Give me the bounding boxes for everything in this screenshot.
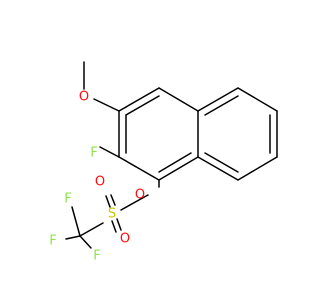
bond-o-s — [120, 194, 149, 211]
atom-oxygen-sulfonyl-top: O — [95, 175, 105, 190]
bond-cf3-f-bottom — [79, 235, 92, 249]
bond-c8-c8a — [197, 156, 239, 181]
bond-c2-f — [99, 146, 120, 158]
bond-cf3-f-top — [71, 206, 81, 237]
bond-c4a-c5 — [197, 87, 239, 112]
atom-fluorine-ring: F — [90, 146, 97, 161]
bond-o-c3 — [93, 98, 120, 112]
bond-c5-c6 — [237, 87, 278, 112]
bond-cf3-f-left — [65, 235, 81, 240]
bond-c7-c8 — [237, 156, 278, 181]
bond-c1-c2 — [118, 156, 160, 181]
bond-c8-c8a-inner — [204, 152, 239, 173]
bond-s-o-top-b — [110, 194, 116, 206]
bond-s-o-bottom-b — [116, 218, 122, 231]
bond-c3-c4-inner — [125, 95, 160, 116]
bond-c4a-c5-inner — [204, 95, 239, 116]
bond-c3-c4 — [118, 87, 160, 112]
atom-oxygen-methoxy: O — [79, 90, 89, 105]
bond-s-o-bottom-a — [111, 220, 117, 233]
bond-s-cf3 — [79, 222, 104, 237]
atom-sulfur: S — [108, 207, 116, 222]
bond-c8a-c1-inner — [158, 152, 192, 173]
atom-fluorine-cf3-top: F — [64, 192, 71, 207]
bond-c4-c4a — [158, 87, 199, 112]
atom-fluorine-cf3-left: F — [49, 234, 56, 249]
molecule-structure: O F O S O O F F F — [49, 61, 278, 264]
atom-fluorine-cf3-bottom: F — [93, 249, 100, 264]
bond-s-o-top-a — [105, 195, 111, 208]
atom-oxygen-ester: O — [135, 188, 145, 203]
bond-c8a-c1 — [158, 156, 199, 181]
atom-oxygen-sulfonyl-bottom: O — [120, 232, 130, 247]
